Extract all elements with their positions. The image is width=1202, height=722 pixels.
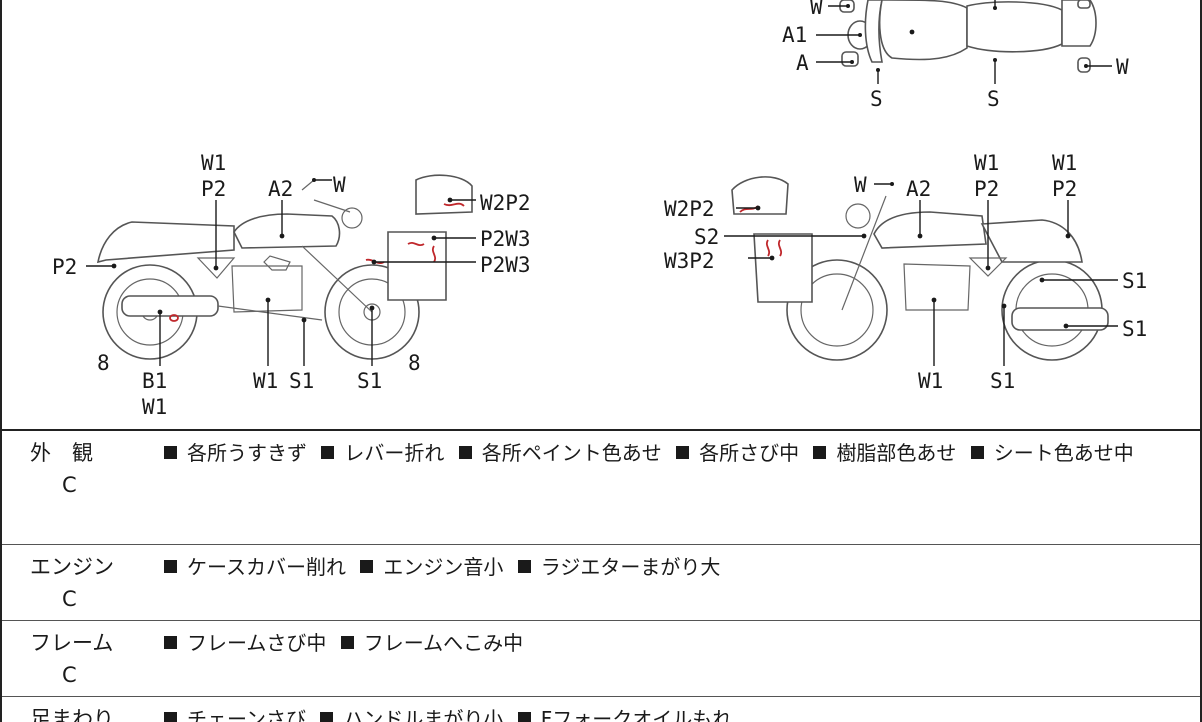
- top-view-motorcycle: [839, 0, 1097, 73]
- motorcycle-damage-diagram: W A1 A S S W W1 P2 A2 W W2P2 P2W3 P2W3 P…: [52, 0, 1147, 419]
- right-label-a2: A2: [906, 177, 931, 201]
- category-label: 足まわり: [30, 707, 114, 722]
- right-label-w1-engine: W1: [918, 369, 943, 393]
- inspection-row-suspension: 足まわり チェーンさび ハンドルまがり小 Fフォークオイルもれ: [2, 697, 1200, 722]
- bullet-square-icon: [517, 712, 531, 722]
- right-label-w: W: [854, 173, 867, 197]
- bullet-square-icon: [340, 636, 354, 649]
- item-text: チェーンさび: [187, 707, 306, 722]
- row-items: チェーンさび ハンドルまがり小 Fフォークオイルもれ: [162, 701, 1182, 722]
- category-label: エンジン: [30, 555, 114, 579]
- leader-lines: [86, 0, 1118, 366]
- bullet-square-icon: [164, 636, 177, 649]
- left-label-b1: B1: [142, 369, 167, 393]
- item-text: ハンドルまがり小: [343, 707, 504, 722]
- inspection-row-exterior: 外 観 C 各所うすきず レバー折れ 各所ペイント色あせ 各所さび中 樹脂部色あ…: [2, 431, 1200, 545]
- right-label-w1-rear: W1: [1052, 151, 1077, 175]
- left-label-p2w3-1: P2W3: [480, 227, 531, 251]
- inspection-row-frame: フレーム C フレームさび中 フレームへこみ中: [2, 621, 1200, 697]
- right-label-p2-mid: P2: [974, 177, 999, 201]
- left-label-a2: A2: [268, 177, 293, 201]
- top-label-w-2: W: [1116, 55, 1129, 79]
- left-label-w: W: [333, 173, 346, 197]
- right-label-s2: S2: [694, 225, 719, 249]
- row-items: フレームさび中 フレームへこみ中: [162, 625, 1182, 661]
- item-text: シート色あせ中: [993, 441, 1134, 465]
- bullet-square-icon: [360, 560, 374, 573]
- bullet-square-icon: [676, 446, 690, 459]
- bullet-square-icon: [517, 560, 531, 573]
- grade-label: C: [62, 587, 77, 611]
- right-label-w3p2: W3P2: [664, 249, 715, 273]
- left-label-w1-engine: W1: [253, 369, 278, 393]
- right-label-w1-mid: W1: [974, 151, 999, 175]
- top-label-s-2: S: [987, 87, 1000, 111]
- item-text: ケースカバー削れ: [187, 555, 346, 579]
- right-label-p2-rear: P2: [1052, 177, 1077, 201]
- bullet-square-icon: [320, 712, 334, 722]
- left-label-s1-front: S1: [357, 369, 382, 393]
- grade-label: C: [62, 473, 77, 497]
- top-label-a1: A1: [782, 23, 807, 47]
- bullet-square-icon: [164, 712, 177, 722]
- left-label-w1-muffler: W1: [142, 395, 167, 419]
- right-label-s1-lower: S1: [1122, 317, 1147, 341]
- inspection-row-engine: エンジン C ケースカバー削れ エンジン音小 ラジエターまがり大: [2, 545, 1200, 621]
- damage-code-labels: W A1 A S S W W1 P2 A2 W W2P2 P2W3 P2W3 P…: [52, 0, 1147, 419]
- row-items: ケースカバー削れ エンジン音小 ラジエターまがり大: [162, 549, 1182, 585]
- item-text: レバー折れ: [344, 441, 445, 465]
- row-header: 外 観 C: [30, 437, 140, 501]
- left-label-8-rear: 8: [97, 351, 110, 375]
- left-label-p2-rear: P2: [52, 255, 77, 279]
- category-label: 外 観: [30, 441, 93, 465]
- left-label-s1-engine: S1: [289, 369, 314, 393]
- right-label-s1-bottom: S1: [990, 369, 1015, 393]
- bullet-square-icon: [970, 446, 984, 459]
- category-label: フレーム: [30, 631, 114, 655]
- item-text: フレームへこみ中: [363, 631, 524, 655]
- inspection-table: 外 観 C 各所うすきず レバー折れ 各所ペイント色あせ 各所さび中 樹脂部色あ…: [0, 429, 1202, 722]
- left-label-w1-top: W1: [201, 151, 226, 175]
- right-side-motorcycle: [731, 176, 1109, 361]
- left-side-motorcycle: [96, 174, 473, 360]
- bullet-square-icon: [321, 446, 335, 459]
- left-label-8-front: 8: [408, 351, 421, 375]
- item-text: 各所ペイント色あせ: [481, 441, 662, 465]
- item-text: 各所うすきず: [187, 441, 307, 465]
- bullet-square-icon: [164, 446, 177, 459]
- left-label-p2-top: P2: [201, 177, 226, 201]
- item-text: 各所さび中: [699, 441, 800, 465]
- bullet-square-icon: [458, 446, 472, 459]
- item-text: エンジン音小: [383, 555, 504, 579]
- item-text: Fフォークオイルもれ: [540, 707, 733, 722]
- top-label-w-1: W: [810, 0, 823, 19]
- left-label-p2w3-2: P2W3: [480, 253, 531, 277]
- top-label-s-1: S: [870, 87, 883, 111]
- row-header: エンジン C: [30, 551, 140, 615]
- grade-label: C: [62, 663, 77, 687]
- top-label-a: A: [796, 51, 809, 75]
- damage-diagram-panel: W A1 A S S W W1 P2 A2 W W2P2 P2W3 P2W3 P…: [0, 0, 1202, 429]
- item-text: フレームさび中: [187, 631, 327, 655]
- item-text: ラジエターまがり大: [540, 555, 721, 579]
- right-label-w2p2: W2P2: [664, 197, 715, 221]
- row-header: 足まわり: [30, 703, 140, 722]
- row-header: フレーム C: [30, 627, 140, 691]
- item-text: 樹脂部色あせ: [836, 441, 957, 465]
- right-label-s1-upper: S1: [1122, 269, 1147, 293]
- bullet-square-icon: [164, 560, 177, 573]
- bullet-square-icon: [813, 446, 827, 459]
- left-label-w2p2: W2P2: [480, 191, 531, 215]
- row-items: 各所うすきず レバー折れ 各所ペイント色あせ 各所さび中 樹脂部色あせ シート色…: [162, 435, 1182, 471]
